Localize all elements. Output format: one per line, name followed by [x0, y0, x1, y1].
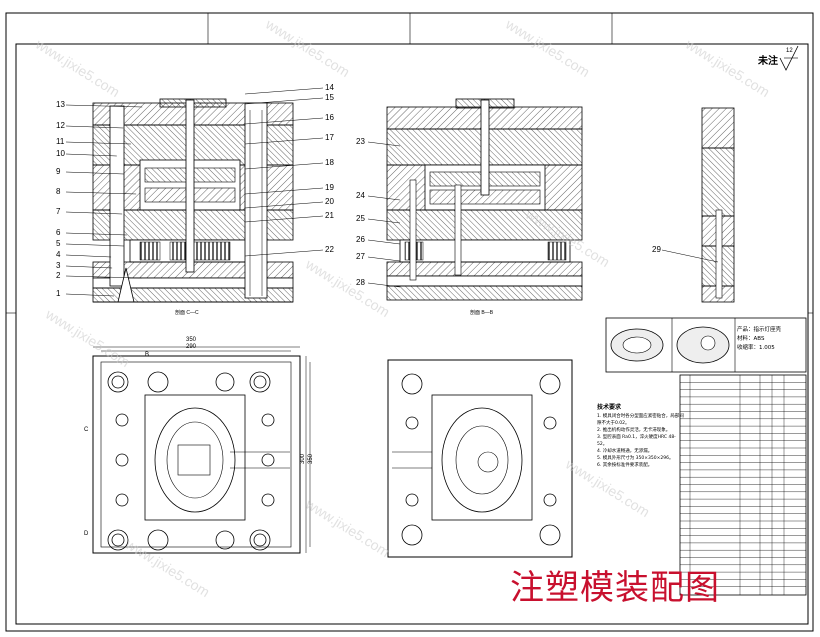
part-number-3: 3: [56, 262, 60, 270]
part-number-15: 15: [325, 94, 334, 102]
product-name: 产品：指示灯座壳: [737, 326, 781, 335]
part-number-19: 19: [325, 184, 334, 192]
roughness-value: 12: [786, 47, 793, 55]
technical-requirement-line: 1. 模具闭合时各分型面应紧密贴合，局部间隙不大于0.02。: [597, 413, 685, 427]
technical-requirements: 技术要求 1. 模具闭合时各分型面应紧密贴合，局部间隙不大于0.02。2. 推出…: [597, 404, 685, 469]
part-number-12: 12: [56, 122, 65, 130]
drawing-title: 注塑模装配图: [510, 566, 806, 610]
part-number-21: 21: [325, 212, 334, 220]
side-view: [702, 108, 734, 302]
part-number-22: 22: [325, 246, 334, 254]
view-letter-d: D: [84, 530, 88, 538]
technical-requirement-line: 6. 其余按标准件要求装配。: [597, 462, 685, 469]
fixed-half-plan-view: [388, 360, 572, 557]
part-number-13: 13: [56, 101, 65, 109]
part-number-2: 2: [56, 272, 60, 280]
part-number-7: 7: [56, 208, 60, 216]
part-number-27: 27: [356, 253, 365, 261]
technical-requirements-heading: 技术要求: [597, 404, 685, 411]
product-info: 产品：指示灯座壳 材料：ABS 收缩率：1.005: [737, 326, 781, 353]
technical-requirement-line: 5. 模具外形尺寸为 350×350×296。: [597, 455, 685, 462]
part-number-6: 6: [56, 229, 60, 237]
section-cc-caption: 剖面 C—C: [175, 309, 199, 316]
dim-height-b: 350: [307, 454, 315, 464]
part-number-17: 17: [325, 134, 334, 142]
part-number-24: 24: [356, 192, 365, 200]
product-shrink: 收缩率：1.005: [737, 344, 781, 353]
technical-requirement-line: 4. 冷却水道畅通，无渗漏。: [597, 448, 685, 455]
moving-half-plan-view: [93, 347, 310, 553]
product-material: 材料：ABS: [737, 335, 781, 344]
part-number-8: 8: [56, 188, 60, 196]
part-number-16: 16: [325, 114, 334, 122]
part-number-1: 1: [56, 290, 60, 298]
dim-height-a: 300: [299, 454, 307, 464]
part-number-5: 5: [56, 240, 60, 248]
technical-requirement-line: 3. 型腔表面 Ra0.1，淬火硬度HRC 48-52。: [597, 434, 685, 448]
part-number-18: 18: [325, 159, 334, 167]
part-number-23: 23: [356, 138, 365, 146]
part-number-29: 29: [652, 246, 661, 254]
part-number-26: 26: [356, 236, 365, 244]
technical-requirement-line: 2. 推出机构动作灵活，无卡滞现象。: [597, 427, 685, 434]
part-number-25: 25: [356, 215, 365, 223]
section-cc-view: [93, 99, 293, 302]
part-number-10: 10: [56, 150, 65, 158]
view-letter-b: B: [145, 351, 149, 359]
surface-finish-note: 未注: [758, 52, 778, 67]
section-bb-view: [387, 99, 582, 300]
part-number-11: 11: [56, 138, 64, 146]
view-letter-c: C: [84, 426, 88, 434]
parts-list-table: [680, 375, 806, 595]
part-number-28: 28: [356, 279, 365, 287]
part-number-20: 20: [325, 198, 334, 206]
dim-width-inner: 290: [186, 343, 196, 351]
part-number-9: 9: [56, 168, 60, 176]
part-number-4: 4: [56, 251, 60, 259]
part-number-14: 14: [325, 84, 334, 92]
section-bb-caption: 剖面 B—B: [470, 309, 493, 316]
